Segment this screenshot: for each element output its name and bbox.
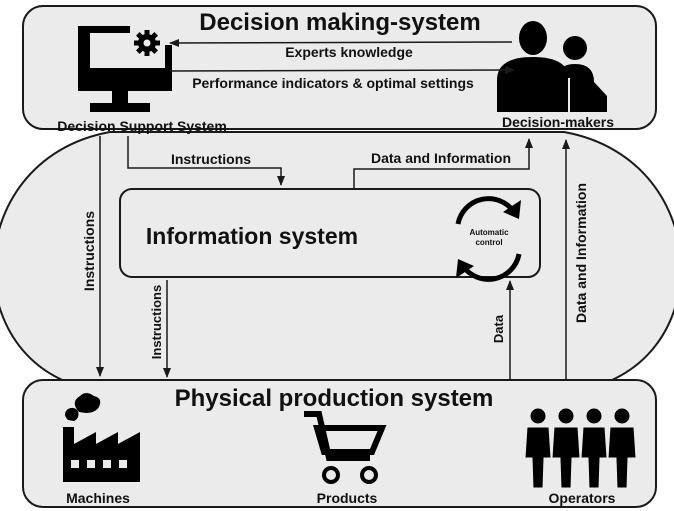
shopping-cart-icon: [304, 411, 387, 484]
instructions-label-top: Instructions: [171, 151, 251, 167]
automatic-control-line2: control: [475, 238, 502, 247]
instructions-label-mid: Instructions: [149, 285, 164, 359]
information-system-box: [119, 188, 541, 278]
experts-knowledge-label: Experts knowledge: [285, 44, 413, 60]
production-system-title: Physical production system: [175, 385, 494, 412]
experts-knowledge-arrow: [169, 38, 513, 47]
data-label: Data: [491, 314, 506, 343]
factory-icon: [63, 393, 140, 482]
information-system-title: Information system: [146, 223, 358, 249]
people-icon: [497, 21, 607, 112]
instructions-arrow-dss-to-info: [127, 136, 285, 186]
performance-arrow: [169, 66, 515, 75]
machines-label: Machines: [66, 490, 130, 506]
dss-label: Decision Support System: [57, 118, 227, 134]
instructions-label-left: Instructions: [81, 211, 97, 291]
decision-makers-label: Decision-makers: [502, 114, 614, 130]
production-system-box: [22, 379, 657, 508]
data-info-arrow-info-to-makers: [353, 138, 533, 188]
data-info-label-right: Data and Information: [573, 183, 589, 323]
automatic-control-line1: Automatic: [469, 228, 509, 237]
operators-label: Operators: [549, 490, 616, 506]
decision-system-title: Decision making-system: [199, 9, 480, 36]
refresh-cycle-icon: [455, 196, 522, 282]
performance-label: Performance indicators & optimal setting…: [192, 75, 474, 91]
data-info-label-top: Data and Information: [371, 150, 511, 166]
workers-icon: [524, 407, 637, 489]
computer-gear-icon: [78, 26, 172, 112]
products-label: Products: [317, 490, 378, 506]
